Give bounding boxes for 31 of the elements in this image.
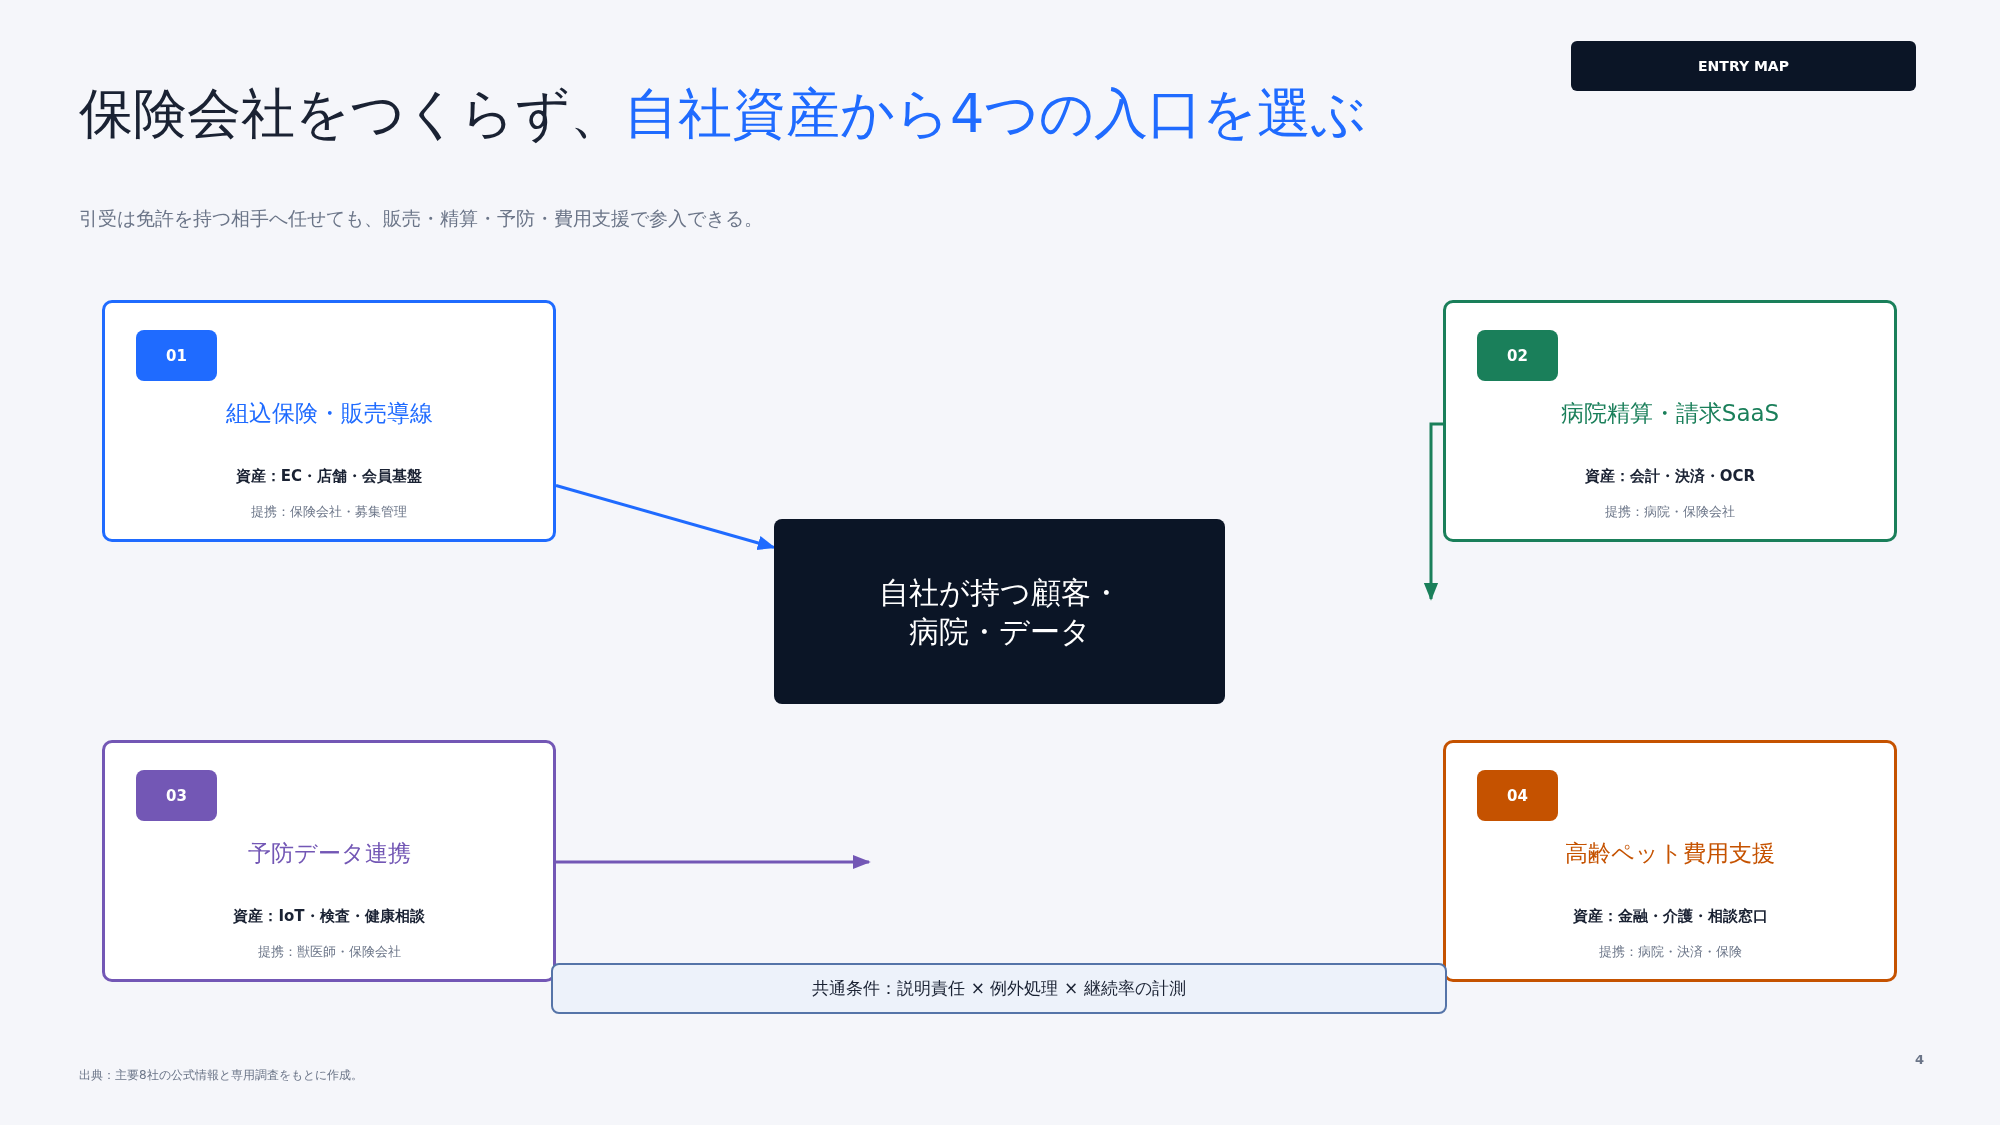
condition-band: 共通条件：説明責任 × 例外処理 × 継続率の計測	[551, 963, 1447, 1014]
card-title: 病院精算・請求SaaS	[1559, 399, 1781, 428]
partner-text: 提携：病院・保険会社	[1604, 504, 1736, 521]
number-badge: 03	[136, 770, 217, 821]
entry-card	[102, 300, 556, 542]
tag-label: ENTRY MAP	[1571, 41, 1916, 91]
source-note: 出典：主要8社の公式情報と専用調査をもとに作成。	[79, 1067, 363, 1084]
asset-text: 資産：金融・介護・相談窓口	[1571, 907, 1769, 927]
title: 保険会社をつくらず、	[79, 82, 624, 145]
entry-card	[1443, 740, 1897, 982]
asset-text: 資産：IoT・検査・健康相談	[232, 907, 426, 927]
entry-card	[1443, 300, 1897, 542]
partner-text: 提携：病院・決済・保険	[1597, 944, 1743, 961]
card-title: 組込保険・販売導線	[224, 399, 434, 428]
title-highlight: 自社資産から4つの入口を選ぶ	[624, 82, 1367, 145]
partner-text: 提携：獣医師・保険会社	[256, 944, 402, 961]
number-badge: 04	[1477, 770, 1558, 821]
page-number: 4	[1915, 1052, 1925, 1067]
partner-text: 提携：保険会社・募集管理	[250, 504, 408, 521]
asset-text: 資産：会計・決済・OCR	[1583, 467, 1757, 487]
asset-text: 資産：EC・店舗・会員基盤	[234, 467, 424, 487]
subtitle: 引受は免許を持つ相手へ任せても、販売・精算・予防・費用支援で参入できる。	[79, 206, 763, 231]
center-box: 自社が持つ顧客・病院・データ	[774, 519, 1225, 704]
number-badge: 01	[136, 330, 217, 381]
arrow	[1423, 422, 1443, 601]
number-badge: 02	[1477, 330, 1558, 381]
arrow	[556, 854, 871, 870]
entry-card	[102, 740, 556, 982]
arrow	[555, 484, 776, 550]
card-title: 高齢ペット費用支援	[1564, 839, 1776, 868]
card-title: 予防データ連携	[246, 839, 412, 868]
